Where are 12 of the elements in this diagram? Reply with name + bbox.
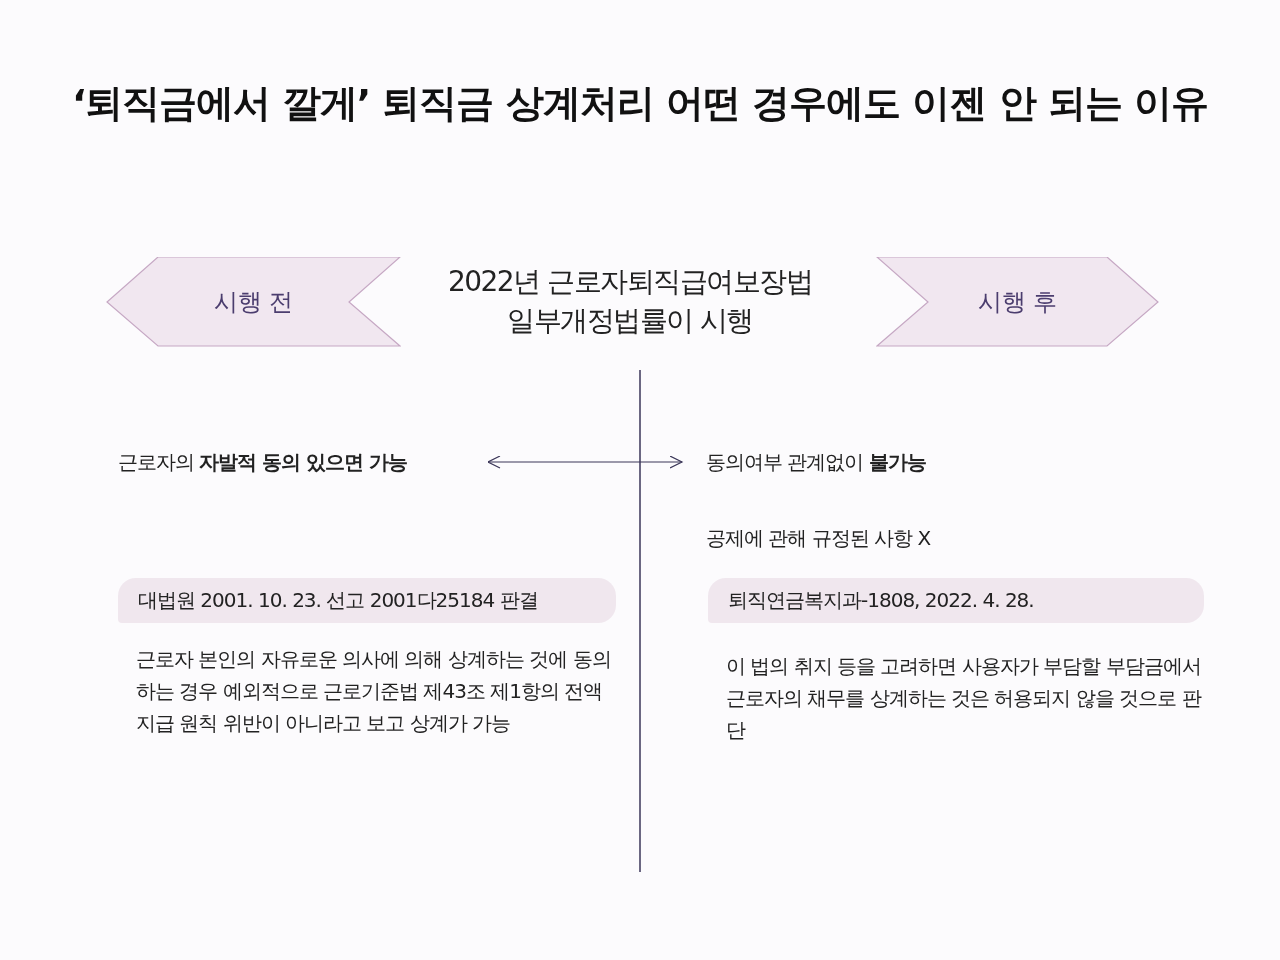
statement-text: 동의여부 관계없이 불가능 [706,446,1046,478]
note-text: 공제에 관해 규정된 사항 X [706,525,931,552]
heading-text: 2022년 근로자퇴직급여보장법 일부개정법률이 시행 [440,262,820,341]
arrow-label: 시행 전 [213,287,294,318]
source-banner: 대법원 2001. 10. 23. 선고 2001다25184 판결 [118,578,616,623]
title-heading: ‘퇴직금에서 깔게’ 퇴직금 상계처리 어떤 경우에도 이젠 안 되는 이유 [71,80,1209,127]
source-banner: 퇴직연금복지과-1808, 2022. 4. 28. [708,578,1204,623]
double-arrow [487,455,683,469]
body-text: 이 법의 취지 등을 고려하면 사용자가 부담할 부담금에서 근로자의 채무를 상계하는 것은 허용되지 않을 것으로 판단 [726,650,1206,746]
body-text: 근로자 본인의 자유로운 의사에 의해 상계하는 것에 동의하는 경우 예외적으로 근로기준법 제43조 제1항의 전액 지급 원칙 위반이 아니라고 보고 상계가 가능 [136,643,616,739]
arrow-label: 시행 후 [977,287,1058,318]
statement-text: 근로자의 자발적 동의 있으면 가능 [118,446,478,478]
